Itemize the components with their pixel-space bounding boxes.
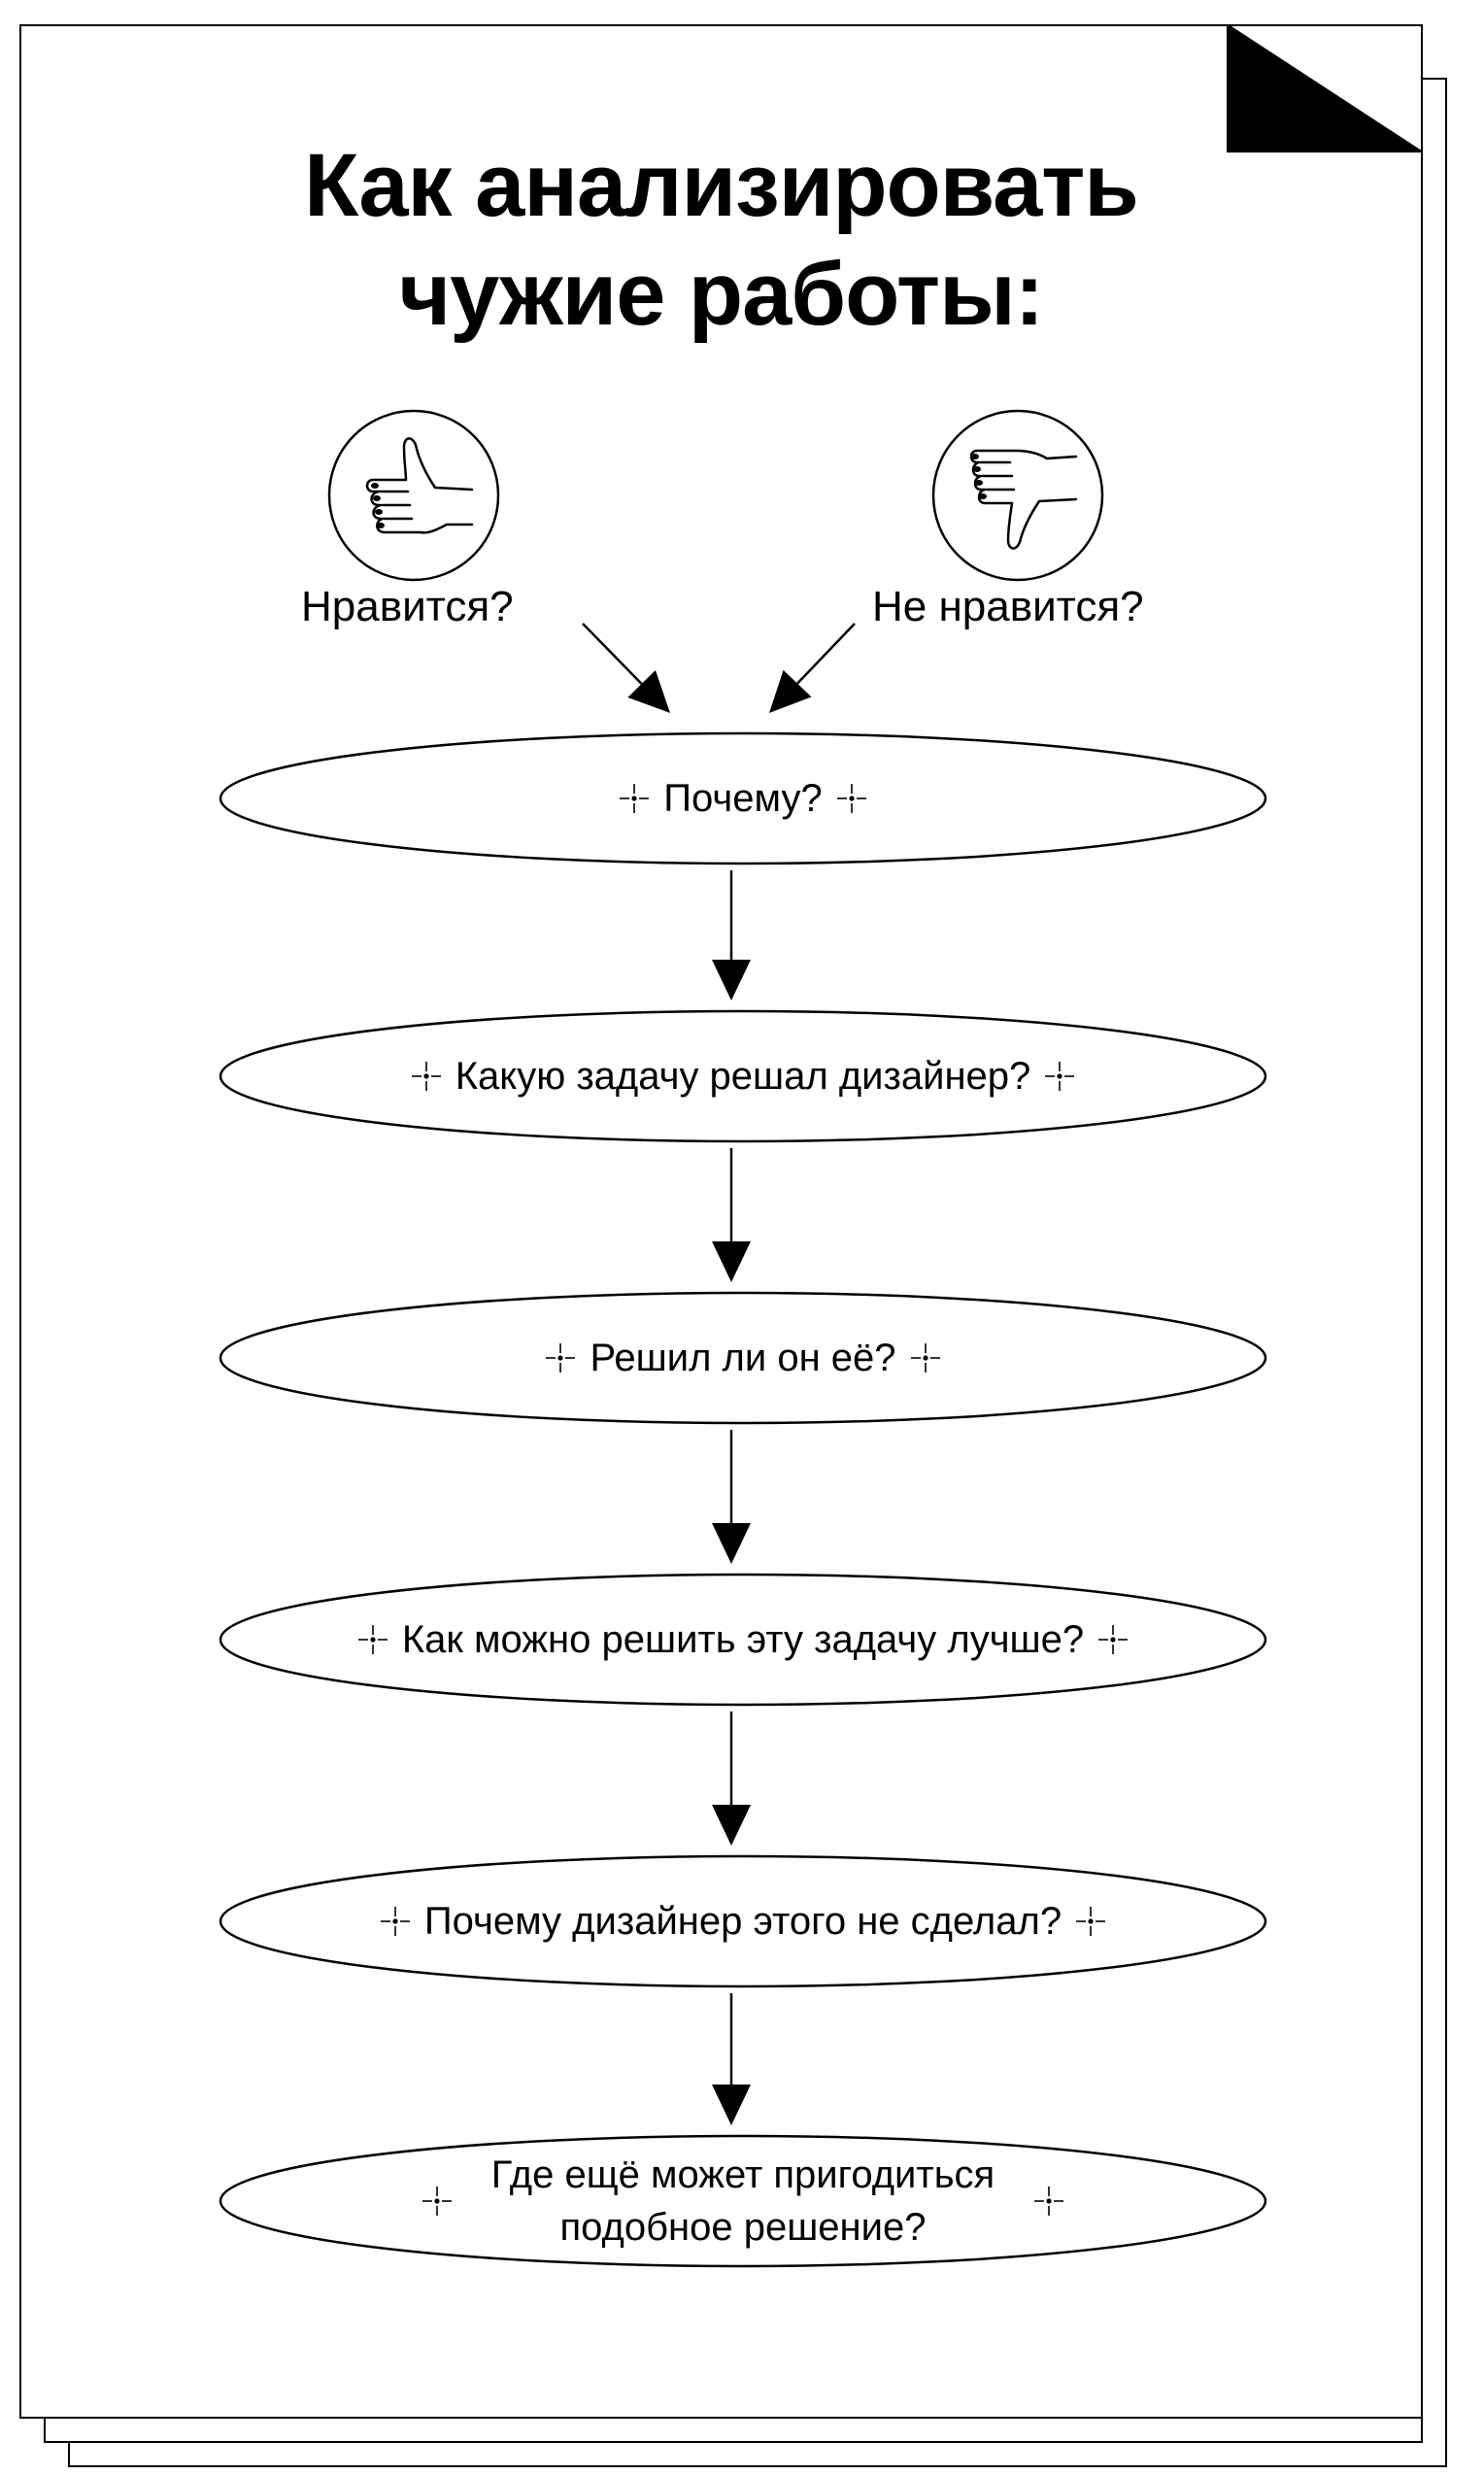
arrow-down: [712, 1430, 751, 1564]
step-ellipse: [219, 1291, 1267, 1425]
step-text: Почему?: [663, 772, 822, 825]
like-label: Нравится?: [301, 583, 514, 630]
title-line: чужие работы:: [398, 245, 1045, 344]
dislike-label: Не нравится?: [872, 583, 1144, 630]
flow-step: Почему?: [219, 730, 1267, 866]
sparkle-icon: [411, 1062, 441, 1091]
step-text-line: подобное решение?: [559, 2206, 927, 2249]
step-text-line: Почему?: [663, 777, 823, 820]
step-ellipse: [219, 2134, 1267, 2268]
step-text: Где ещё может пригодиться подобное решени…: [491, 2149, 995, 2254]
sparkle-icon: [1076, 1907, 1106, 1936]
step-ellipse: [219, 1573, 1267, 1707]
sparkle-icon: [910, 1343, 940, 1373]
sparkle-icon: [836, 784, 866, 813]
step-ellipse: [219, 1854, 1267, 1988]
step-text-line: Решил ли он её?: [590, 1337, 896, 1379]
sparkle-icon: [1034, 2187, 1064, 2216]
step-text-line: Как можно решить эту задачу лучше?: [401, 1618, 1085, 1661]
step-ellipse: [219, 731, 1267, 865]
paper-sheet-front: [19, 24, 1423, 2419]
step-text: Как можно решить эту задачу лучше?: [402, 1613, 1084, 1666]
arrow-down: [712, 870, 751, 1000]
thumbs-up-icon: [327, 409, 500, 582]
step-ellipse: [219, 1009, 1267, 1143]
step-text: Какую задачу решал дизайнер?: [455, 1050, 1031, 1102]
sparkle-icon: [620, 784, 650, 813]
sparkle-icon: [380, 1907, 410, 1936]
page-title: Как анализировать чужие работы:: [0, 131, 1442, 349]
thumbs-down-icon: [931, 409, 1104, 582]
sparkle-icon: [546, 1343, 576, 1373]
folded-corner-icon: [1227, 24, 1423, 153]
arrow-dislike-to-why: [769, 623, 856, 713]
flow-step: Почему дизайнер этого не сделал?: [219, 1853, 1267, 1989]
step-text: Решил ли он её?: [590, 1332, 895, 1384]
step-text-line: Какую задачу решал дизайнер?: [455, 1055, 1031, 1098]
step-text-line: Почему дизайнер этого не сделал?: [423, 1900, 1062, 1943]
step-text-line: Где ещё может пригодиться: [490, 2153, 995, 2196]
arrow-down: [712, 1148, 751, 1282]
flow-step: Решил ли он её?: [219, 1290, 1267, 1426]
step-text: Почему дизайнер этого не сделал?: [424, 1895, 1062, 1948]
sparkle-icon: [357, 1625, 388, 1654]
title-line: Как анализировать: [304, 136, 1139, 235]
arrow-down: [712, 1993, 751, 2125]
sparkle-icon: [1045, 1062, 1075, 1091]
arrow-down: [712, 1712, 751, 1846]
sparkle-icon: [422, 2187, 452, 2216]
flow-step: Где ещё может пригодиться подобное решени…: [219, 2133, 1267, 2269]
flow-step: Какую задачу решал дизайнер?: [219, 1008, 1267, 1144]
sparkle-icon: [1098, 1625, 1129, 1654]
flow-step: Как можно решить эту задачу лучше?: [219, 1572, 1267, 1708]
arrow-like-to-why: [582, 623, 670, 713]
